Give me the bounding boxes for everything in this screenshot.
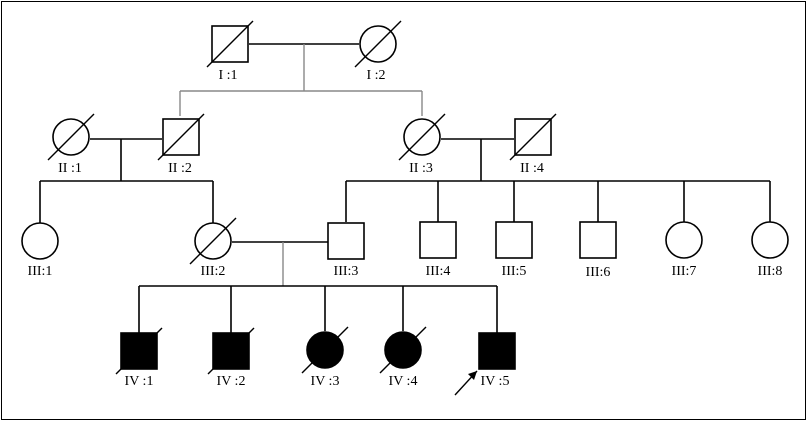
- individual-iii8: III:8: [751, 221, 789, 279]
- female-circle-symbol: [21, 222, 59, 260]
- individual-label: II :3: [409, 161, 433, 176]
- individual-label: III:4: [426, 264, 451, 279]
- individual-iii3: III:3: [327, 222, 365, 279]
- individual-label: I :1: [218, 68, 237, 83]
- individual-iii6: III:6: [579, 221, 617, 280]
- individual-i1: I :1: [206, 20, 254, 83]
- deceased-slash-mark: [189, 217, 237, 265]
- deceased-slash-mark: [509, 113, 557, 161]
- deceased-slash-mark: [115, 327, 163, 375]
- individual-label: II :4: [520, 161, 544, 176]
- individual-label: III:3: [334, 264, 359, 279]
- individual-ii4: II :4: [509, 113, 557, 176]
- deceased-slash-mark: [354, 20, 402, 68]
- male-square-symbol: [478, 332, 516, 370]
- individual-iii2: III:2: [189, 217, 237, 279]
- female-circle-symbol: [751, 221, 789, 259]
- individual-label: III:7: [672, 264, 697, 279]
- male-square-symbol: [419, 221, 457, 259]
- deceased-slash-mark: [47, 113, 95, 161]
- deceased-slash-mark: [207, 327, 255, 375]
- individual-label: III:2: [201, 264, 226, 279]
- individual-label: IV :5: [481, 374, 510, 389]
- individual-iii1: III:1: [21, 222, 59, 279]
- individual-iv4: IV :4: [379, 326, 427, 389]
- individual-iv1: IV :1: [115, 327, 163, 389]
- individual-label: I :2: [366, 68, 385, 83]
- deceased-slash-mark: [206, 20, 254, 68]
- individual-label: IV :3: [311, 374, 340, 389]
- deceased-slash-mark: [301, 326, 349, 374]
- individual-i2: I :2: [354, 20, 402, 83]
- deceased-slash-mark: [379, 326, 427, 374]
- individual-iv5: IV :5: [454, 332, 516, 396]
- individual-iv2: IV :2: [207, 327, 255, 389]
- individual-iii4: III:4: [419, 221, 457, 279]
- individual-iii5: III:5: [495, 221, 533, 279]
- individual-ii1: II :1: [47, 113, 95, 176]
- individual-ii3: II :3: [398, 113, 446, 176]
- connector-lines: [39, 43, 771, 333]
- individual-label: II :2: [168, 161, 192, 176]
- individuals-layer: I :1 I :2 II :1 II :2 II :3 II :4 III:1 III:2 II…: [21, 20, 789, 396]
- individual-label: III:5: [502, 264, 527, 279]
- individual-label: IV :2: [217, 374, 246, 389]
- individual-ii2: II :2: [157, 113, 205, 176]
- individual-iv3: IV :3: [301, 326, 349, 389]
- male-square-symbol: [495, 221, 533, 259]
- individual-label: II :1: [58, 161, 82, 176]
- proband-arrowhead-icon: [468, 371, 477, 380]
- male-square-symbol: [327, 222, 365, 260]
- individual-label: III:6: [586, 265, 611, 280]
- deceased-slash-mark: [157, 113, 205, 161]
- deceased-slash-mark: [398, 113, 446, 161]
- individual-label: III:1: [28, 264, 53, 279]
- individual-label: III:8: [758, 264, 783, 279]
- individual-label: IV :1: [125, 374, 154, 389]
- individual-label: IV :4: [389, 374, 418, 389]
- male-square-symbol: [579, 221, 617, 259]
- female-circle-symbol: [665, 221, 703, 259]
- individual-iii7: III:7: [665, 221, 703, 279]
